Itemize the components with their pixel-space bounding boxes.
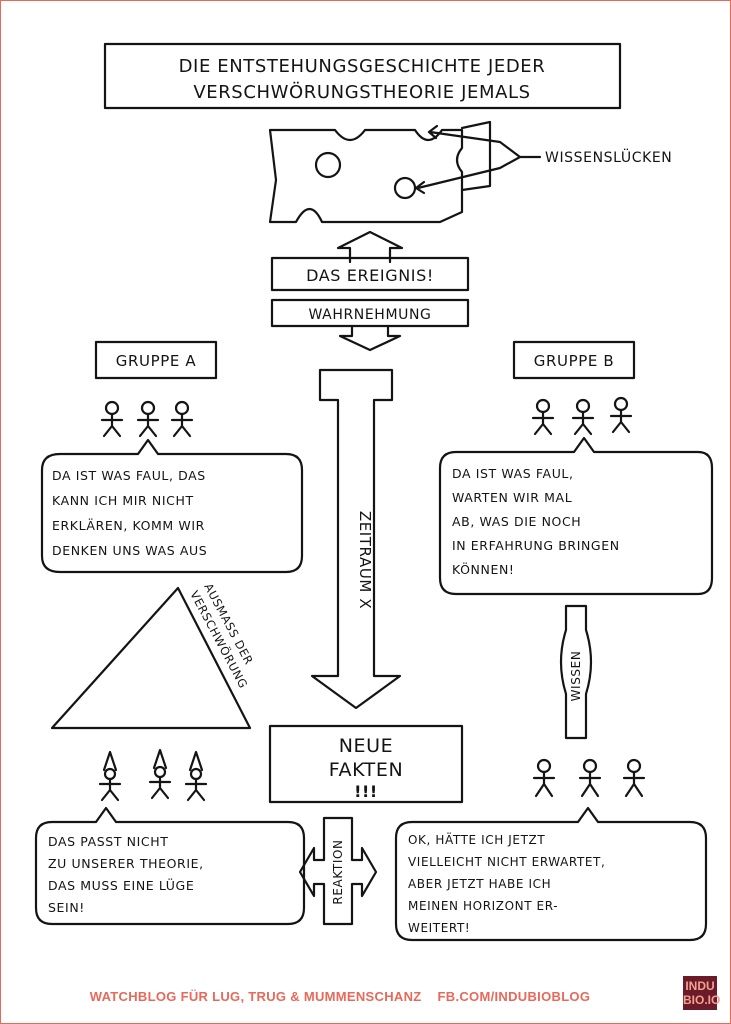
footer-tagline: WATCHBLOG FÜR LUG, TRUG & MUMMENSCHANZ — [89, 988, 422, 1004]
perception-box — [270, 298, 470, 328]
title-line-2: VERSCHWÖRUNGSTHEORIE JEMALS — [193, 81, 530, 103]
brand-logo-line-1: INDU — [685, 979, 715, 993]
new-facts-box — [268, 724, 464, 804]
group-b-reply-text: OK, HÄTTE ICH JETZT VIELLEICHT NICHT ERW… — [408, 832, 610, 935]
reaction-double-arrow-icon — [298, 816, 378, 926]
timespan-label: ZEITRAUM X — [356, 511, 374, 609]
group-b-thought-bubble — [438, 436, 714, 596]
event-box — [270, 256, 470, 292]
timespan-arrow — [310, 368, 402, 710]
footer: WATCHBLOG FÜR LUG, TRUG & MUMMENSCHANZ F… — [0, 984, 680, 1008]
down-arrow-icon — [338, 324, 402, 352]
group-b-thought-text: DA IST WAS FAUL, WARTEN WIR MAL AB, WAS … — [452, 466, 624, 577]
group-a-people — [100, 400, 194, 438]
knowledge-gaps-label: WISSENSLÜCKEN — [545, 148, 672, 166]
group-b-reply-bubble — [394, 806, 708, 942]
group-a-label: GRUPPE A — [116, 352, 197, 370]
cheese-icon — [268, 120, 492, 224]
group-b-people-bottom — [532, 758, 646, 798]
group-b-box — [512, 340, 636, 380]
group-a-people-bottom — [98, 748, 208, 802]
reaction-label: REAKTION — [331, 839, 345, 904]
brand-logo: INDU BIO.IO — [683, 976, 721, 1010]
up-arrow-icon — [336, 230, 404, 264]
group-a-thought-text: DA IST WAS FAUL, DAS KANN ICH MIR NICHT … — [52, 468, 210, 558]
new-facts-line-2: FAKTEN — [329, 759, 404, 781]
group-a-box — [94, 340, 218, 380]
group-a-thought-bubble — [40, 438, 304, 574]
new-facts-marks: !!! — [354, 782, 378, 801]
title-line-1: DIE ENTSTEHUNGSGESCHICHTE JEDER — [179, 56, 546, 77]
knowledge-gaps-pointer — [414, 124, 542, 195]
knowledge-label: WISSEN — [569, 651, 583, 702]
title-box — [103, 42, 622, 110]
triangle-label: AUSMASS DER VERSCHWÖRUNG — [187, 581, 264, 691]
group-a-reply-text: DAS PASST NICHT ZU UNSERER THEORIE, DAS … — [48, 834, 208, 915]
footer-facebook-link[interactable]: FB.COM/INDUBIOBLOG — [437, 988, 591, 1004]
conspiracy-triangle — [50, 586, 252, 730]
knowledge-bar — [559, 604, 593, 740]
new-facts-line-1: NEUE — [339, 735, 394, 757]
group-b-label: GRUPPE B — [534, 352, 614, 370]
event-label: DAS EREIGNIS! — [306, 266, 434, 285]
brand-logo-line-2: BIO.IO — [683, 993, 721, 1007]
group-b-people — [531, 396, 633, 436]
perception-label: WAHRNEHMUNG — [308, 307, 431, 323]
group-a-reply-bubble — [34, 806, 306, 926]
